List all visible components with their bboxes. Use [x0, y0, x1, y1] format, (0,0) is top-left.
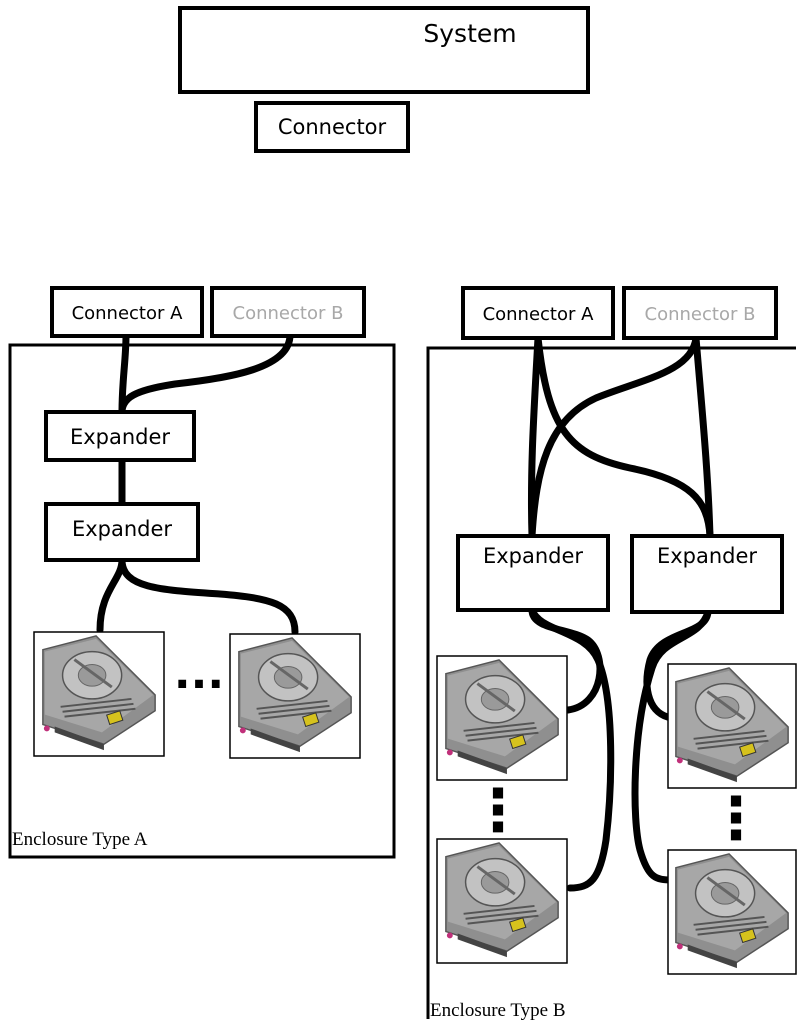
disk-ellipsis: ...: [174, 648, 224, 699]
enclosure-b-disk-bottom-right: [667, 849, 797, 975]
enclosure-b-disk-top-right: [667, 663, 797, 789]
expander-label: Expander: [72, 517, 172, 541]
enclosure-b-expander-1: Expander: [456, 534, 610, 612]
enclosure-a-expander-2: Expander: [44, 502, 200, 562]
enclosure-b-expander-2: Expander: [630, 534, 784, 614]
enclosure-a-connector-a: Connector A: [50, 286, 204, 338]
enclosure-a-expander-1: Expander: [44, 410, 196, 462]
enclosure-b-disk-bottom-left: [436, 838, 568, 964]
wire-b-conn-a-to-expander-2: [534, 334, 714, 540]
expander-label: Expander: [657, 544, 757, 568]
connector-b-label: Connector B: [233, 303, 344, 324]
wire-a-conn-b-to-expander-1: [118, 331, 294, 416]
enclosure-type-a: Connector A Connector B Expander Expande…: [8, 286, 396, 859]
enclosure-b-connector-b: Connector B: [622, 286, 778, 340]
connector-b-label: Connector B: [645, 304, 756, 325]
enclosure-a-frame: [8, 343, 396, 859]
enclosure-b-label: Enclosure Type B: [430, 1000, 566, 1021]
enclosure-b-connector-a: Connector A: [461, 286, 615, 340]
wire-b-expander-2-to-disk-bottom-right: [631, 608, 712, 884]
enclosure-a-connector-b: Connector B: [210, 286, 366, 338]
wire-b-expander-1-to-disk-bottom-left: [528, 606, 615, 892]
system-connector-label: Connector: [278, 115, 387, 139]
enclosure-a-disk-1: [33, 631, 165, 757]
enclosure-a-disk-2: [229, 633, 361, 759]
expander-label: Expander: [70, 425, 170, 449]
wire-a-expander-2-to-disk-2: [118, 556, 299, 636]
disk-ellipsis-left: ⋮: [469, 776, 527, 844]
wire-a-expander-2-to-disk-1: [96, 556, 126, 634]
disk-ellipsis-right: ⋮: [707, 784, 765, 852]
system-label: System: [423, 19, 516, 48]
system-connector-node: Connector: [254, 101, 410, 153]
wire-b-conn-b-to-expander-2: [692, 334, 714, 540]
enclosure-b-frame: [426, 346, 796, 1019]
enclosure-b-disk-top-left: [436, 655, 568, 781]
wire-b-conn-b-to-expander-1: [528, 334, 700, 540]
enclosure-type-b: Connector A Connector B Expander Expande…: [426, 286, 797, 1021]
connector-a-label: Connector A: [72, 303, 184, 324]
expander-label: Expander: [483, 544, 583, 568]
system-node: System: [178, 6, 590, 94]
connector-a-label: Connector A: [483, 304, 595, 325]
enclosure-a-label: Enclosure Type A: [12, 829, 148, 850]
